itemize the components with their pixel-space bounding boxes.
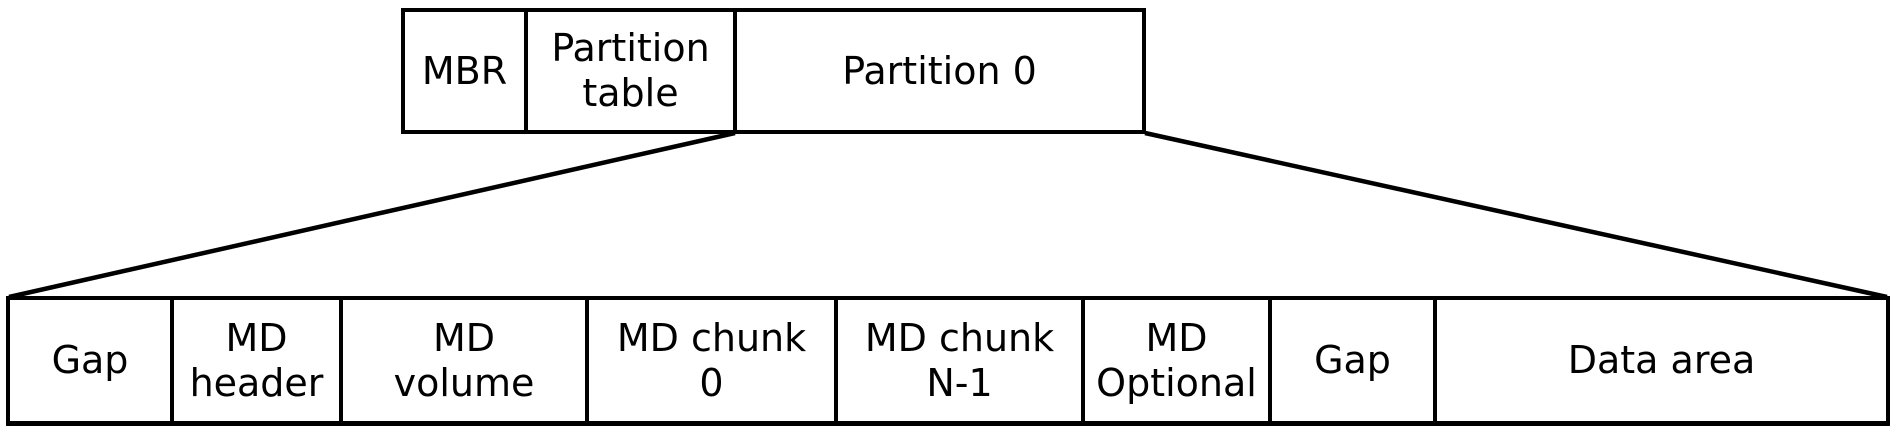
cell-gap-left-label: Gap [51,338,129,383]
cell-md-optional: MD Optional [1085,300,1272,421]
cell-partition-0-label: Partition 0 [842,48,1037,93]
disk-row: MBR Partition table Partition 0 [401,8,1146,134]
cell-md-chunk-0: MD chunk 0 [589,300,838,421]
cell-mbr: MBR [405,12,528,130]
cell-md-chunk-n-1-label: MD chunk N-1 [864,315,1055,405]
cell-md-volume-label: MD volume [393,315,535,405]
cell-data-area: Data area [1437,300,1886,421]
cell-md-chunk-0-label: MD chunk 0 [616,315,807,405]
cell-partition-table-label: Partition table [551,26,710,115]
cell-gap-left: Gap [10,300,174,421]
connector-line-right [1144,130,1888,300]
connector-line-left [8,130,736,300]
cell-partition-table: Partition table [528,12,737,130]
cell-md-chunk-n-1: MD chunk N-1 [838,300,1085,421]
cell-md-volume: MD volume [343,300,589,421]
cell-md-header-label: MD header [189,315,324,405]
cell-md-optional-label: MD Optional [1096,315,1257,405]
cell-partition-0: Partition 0 [737,12,1142,130]
cell-mbr-label: MBR [421,48,508,93]
cell-md-header: MD header [174,300,343,421]
cell-gap-right: Gap [1272,300,1437,421]
cell-gap-right-label: Gap [1314,338,1391,383]
cell-data-area-label: Data area [1567,338,1756,383]
partition0-expanded-row: Gap MD header MD volume MD chunk 0 MD ch… [6,296,1890,426]
